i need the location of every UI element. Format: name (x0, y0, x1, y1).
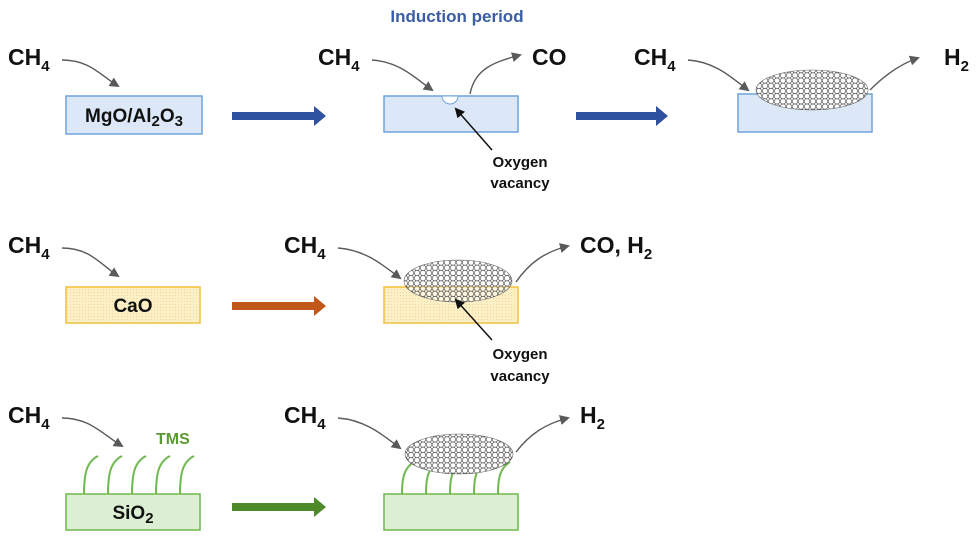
induction-period-title: Induction period (390, 7, 523, 26)
curved-arrow-icon (337, 417, 402, 450)
curved-arrow-icon (515, 415, 570, 453)
curved-arrow-icon (687, 59, 750, 92)
co-label: CO (532, 44, 567, 70)
curved-arrow-icon (337, 247, 402, 280)
oxygen-vacancy-label: Oxygen (492, 346, 547, 363)
support-box (65, 493, 201, 531)
support-label: CaO (113, 296, 152, 317)
reaction-arrow-icon (576, 106, 668, 126)
support-label: SiO2 (112, 503, 153, 527)
h2-label: H2 (944, 44, 969, 75)
support-box (65, 95, 203, 135)
reaction-arrow-icon (232, 497, 326, 517)
reaction-arrow-icon (232, 106, 326, 126)
oxygen-vacancy-label: vacancy (490, 368, 550, 385)
curved-arrow-icon (869, 55, 920, 91)
row-mgo-al2o3: CH4 MgO/Al2O3 CH4 CO Oxygen vacancy CH4 … (8, 44, 969, 192)
support-box (66, 287, 200, 323)
graphene-flake-icon (756, 70, 868, 110)
oxygen-vacancy-label: Oxygen (492, 154, 547, 171)
row-cao: CH4 CaO CH4 CO, H2 Oxygen vacancy (8, 232, 652, 385)
ch4-label: CH4 (8, 44, 50, 75)
curved-arrow-icon (469, 52, 522, 95)
pointer-arrow-icon (454, 107, 493, 151)
h2-label: H2 (580, 402, 605, 433)
curved-arrow-icon (515, 243, 570, 283)
ch4-label: CH4 (284, 232, 326, 263)
curved-arrow-icon (61, 59, 120, 88)
ch4-label: CH4 (284, 402, 326, 433)
support-label: MgO/Al2O3 (85, 106, 183, 130)
curved-arrow-icon (371, 59, 434, 92)
curved-arrow-icon (61, 417, 124, 448)
graphene-flake-icon (404, 260, 512, 302)
ch4-label: CH4 (8, 232, 50, 263)
reaction-arrow-icon (232, 296, 326, 316)
oxygen-vacancy-label: vacancy (490, 175, 550, 192)
oxygen-vacancy-icon (441, 95, 459, 105)
co-h2-label: CO, H2 (580, 232, 652, 263)
ch4-label: CH4 (634, 44, 676, 75)
graphene-flake-icon (405, 434, 513, 474)
ch4-label: CH4 (318, 44, 360, 75)
pointer-arrow-icon (454, 298, 493, 341)
tms-chains (83, 455, 195, 495)
curved-arrow-icon (61, 247, 120, 278)
tms-label: TMS (156, 431, 190, 448)
row-sio2: CH4 TMS SiO2 CH4 H2 (8, 402, 605, 531)
ch4-label: CH4 (8, 402, 50, 433)
support-box (383, 493, 519, 531)
